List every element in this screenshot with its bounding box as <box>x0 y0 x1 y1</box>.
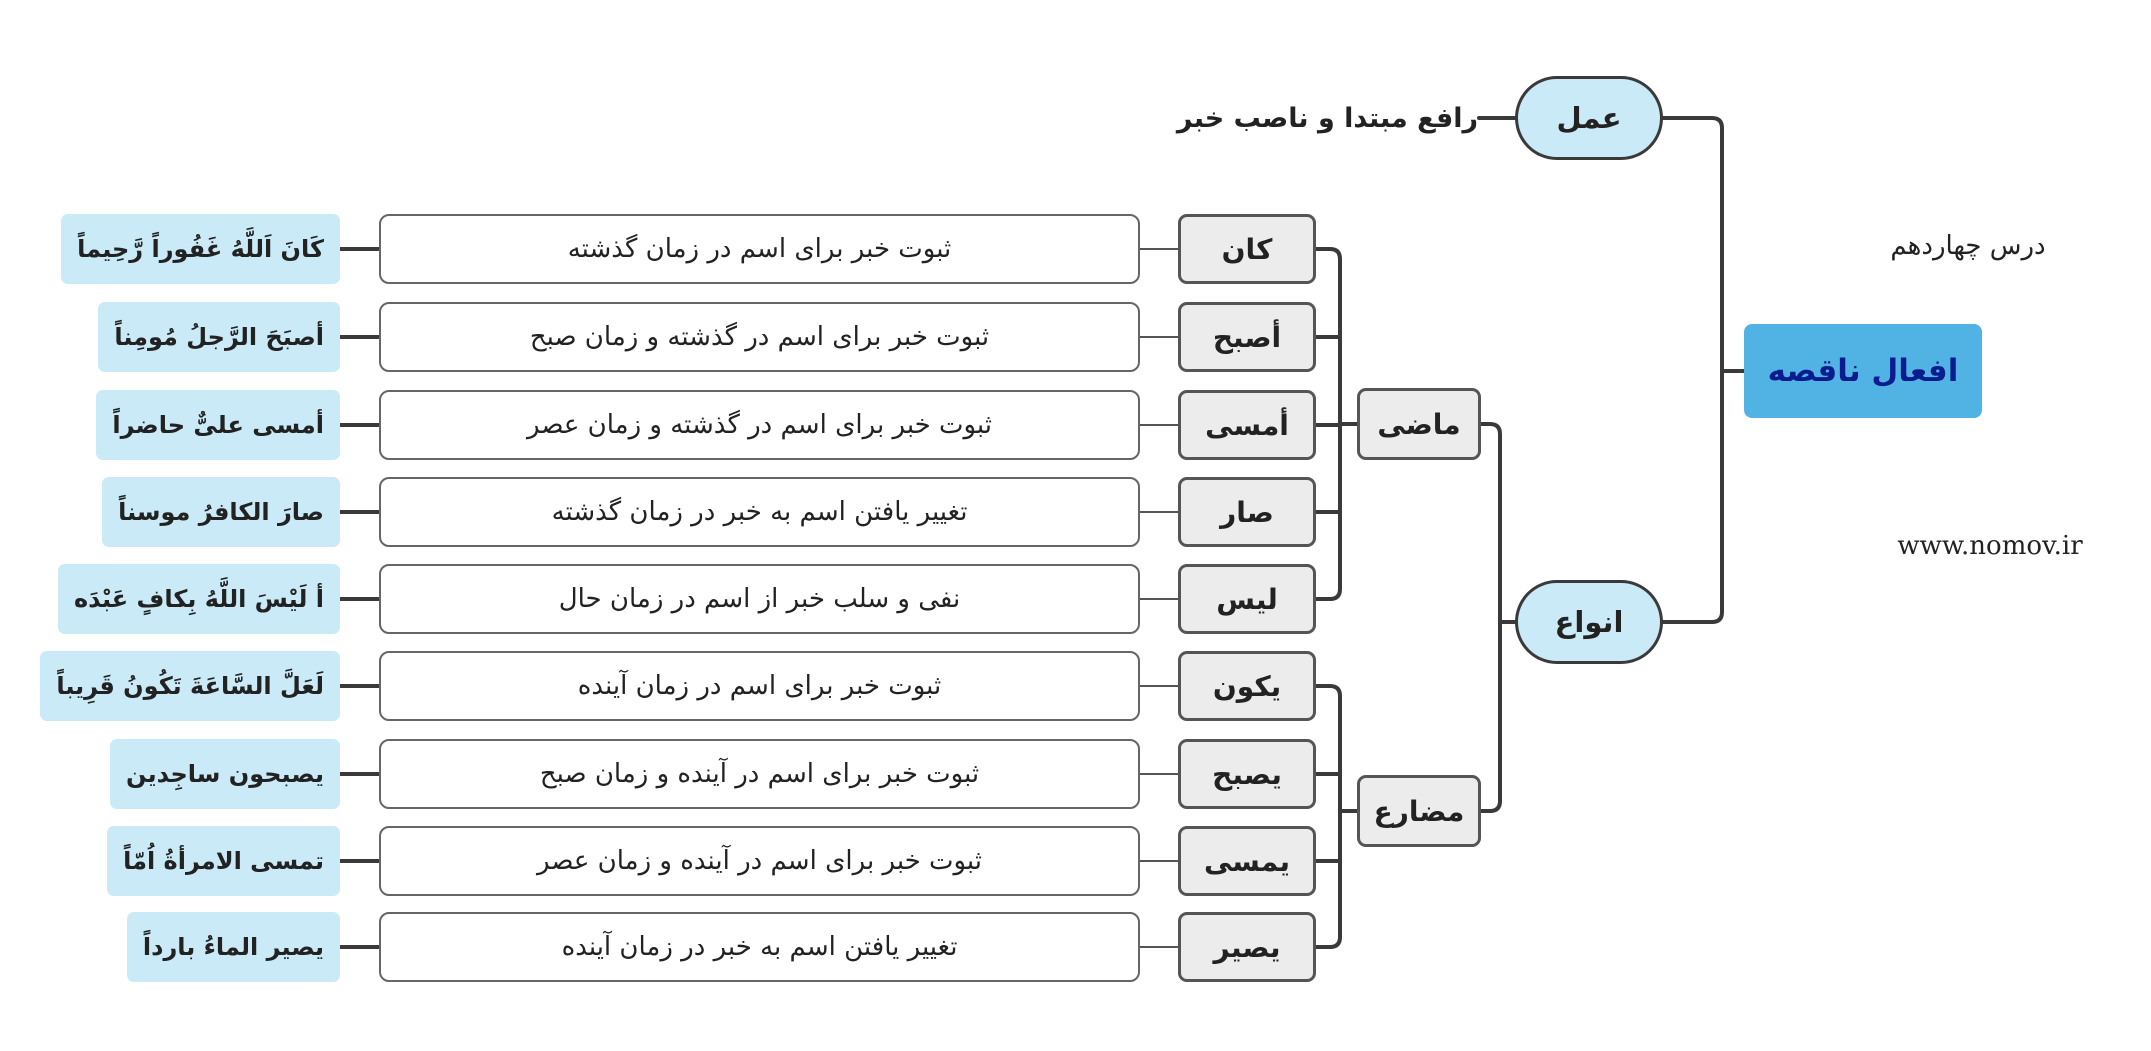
meaning-yumsi: ثبوت خبر برای اسم در آینده و زمان عصر <box>379 826 1140 896</box>
example-yasiru: یصیر الماءُ بارداً <box>126 912 340 982</box>
lesson-label: درس چهاردهم <box>1890 231 2046 261</box>
verb-yusbihu[interactable]: یصبح <box>1178 739 1316 809</box>
amal-description: رافع مبتدا و ناصب خبر <box>1176 102 1479 134</box>
meaning-yusbihu: ثبوت خبر برای اسم در آینده و زمان صبح <box>379 739 1140 809</box>
example-laysa: أ لَيْسَ اللَّهُ بِكافٍ عَبْدَه <box>57 564 340 634</box>
meaning-yakunu: ثبوت خبر برای اسم در زمان آینده <box>379 651 1140 721</box>
tense-present[interactable]: مضارع <box>1357 775 1481 847</box>
example-yakunu: لَعَلَّ السَّاعَةَ تَكُونُ قَرِيباً <box>40 651 340 721</box>
meaning-asbaha: ثبوت خبر برای اسم در گذشته و زمان صبح <box>379 302 1140 372</box>
verb-sara[interactable]: صار <box>1178 477 1316 547</box>
verb-yumsi[interactable]: یمسی <box>1178 826 1316 896</box>
example-asbaha: أصبَحَ الرَّجلُ مُومِناً <box>98 302 340 372</box>
root-node[interactable]: افعال ناقصه <box>1744 324 1982 418</box>
website-label: www.nomov.ir <box>1897 531 2083 561</box>
verb-asbaha[interactable]: أصبح <box>1178 302 1316 372</box>
verb-kana[interactable]: کان <box>1178 214 1316 284</box>
verb-yakunu[interactable]: یکون <box>1178 651 1316 721</box>
tense-past[interactable]: ماضی <box>1357 388 1481 460</box>
example-amsa: أمسی علیٌّ حاضراً <box>96 390 340 460</box>
meaning-yasiru: تغییر یافتن اسم به خبر در زمان آینده <box>379 912 1140 982</box>
meaning-sara: تغییر یافتن اسم به خبر در زمان گذشته <box>379 477 1140 547</box>
branch-anva[interactable]: انواع <box>1515 580 1663 664</box>
verb-laysa[interactable]: لیس <box>1178 564 1316 634</box>
example-yusbihu: یصبحون ساجِدین <box>109 739 340 809</box>
example-yumsi: تمسی الامرأةُ اُمّاً <box>107 826 340 896</box>
branch-amal[interactable]: عمل <box>1515 76 1663 160</box>
meaning-kana: ثبوت خبر برای اسم در زمان گذشته <box>379 214 1140 284</box>
verb-yasiru[interactable]: یصیر <box>1178 912 1316 982</box>
example-sara: صارَ الکافرُ موسناً <box>102 477 340 547</box>
example-kana: كَانَ اَللَّهُ غَفُوراً رَّحِيماً <box>61 214 340 284</box>
verb-amsa[interactable]: أمسی <box>1178 390 1316 460</box>
meaning-amsa: ثبوت خبر برای اسم در گذشته و زمان عصر <box>379 390 1140 460</box>
meaning-laysa: نفی و سلب خبر از اسم در زمان حال <box>379 564 1140 634</box>
